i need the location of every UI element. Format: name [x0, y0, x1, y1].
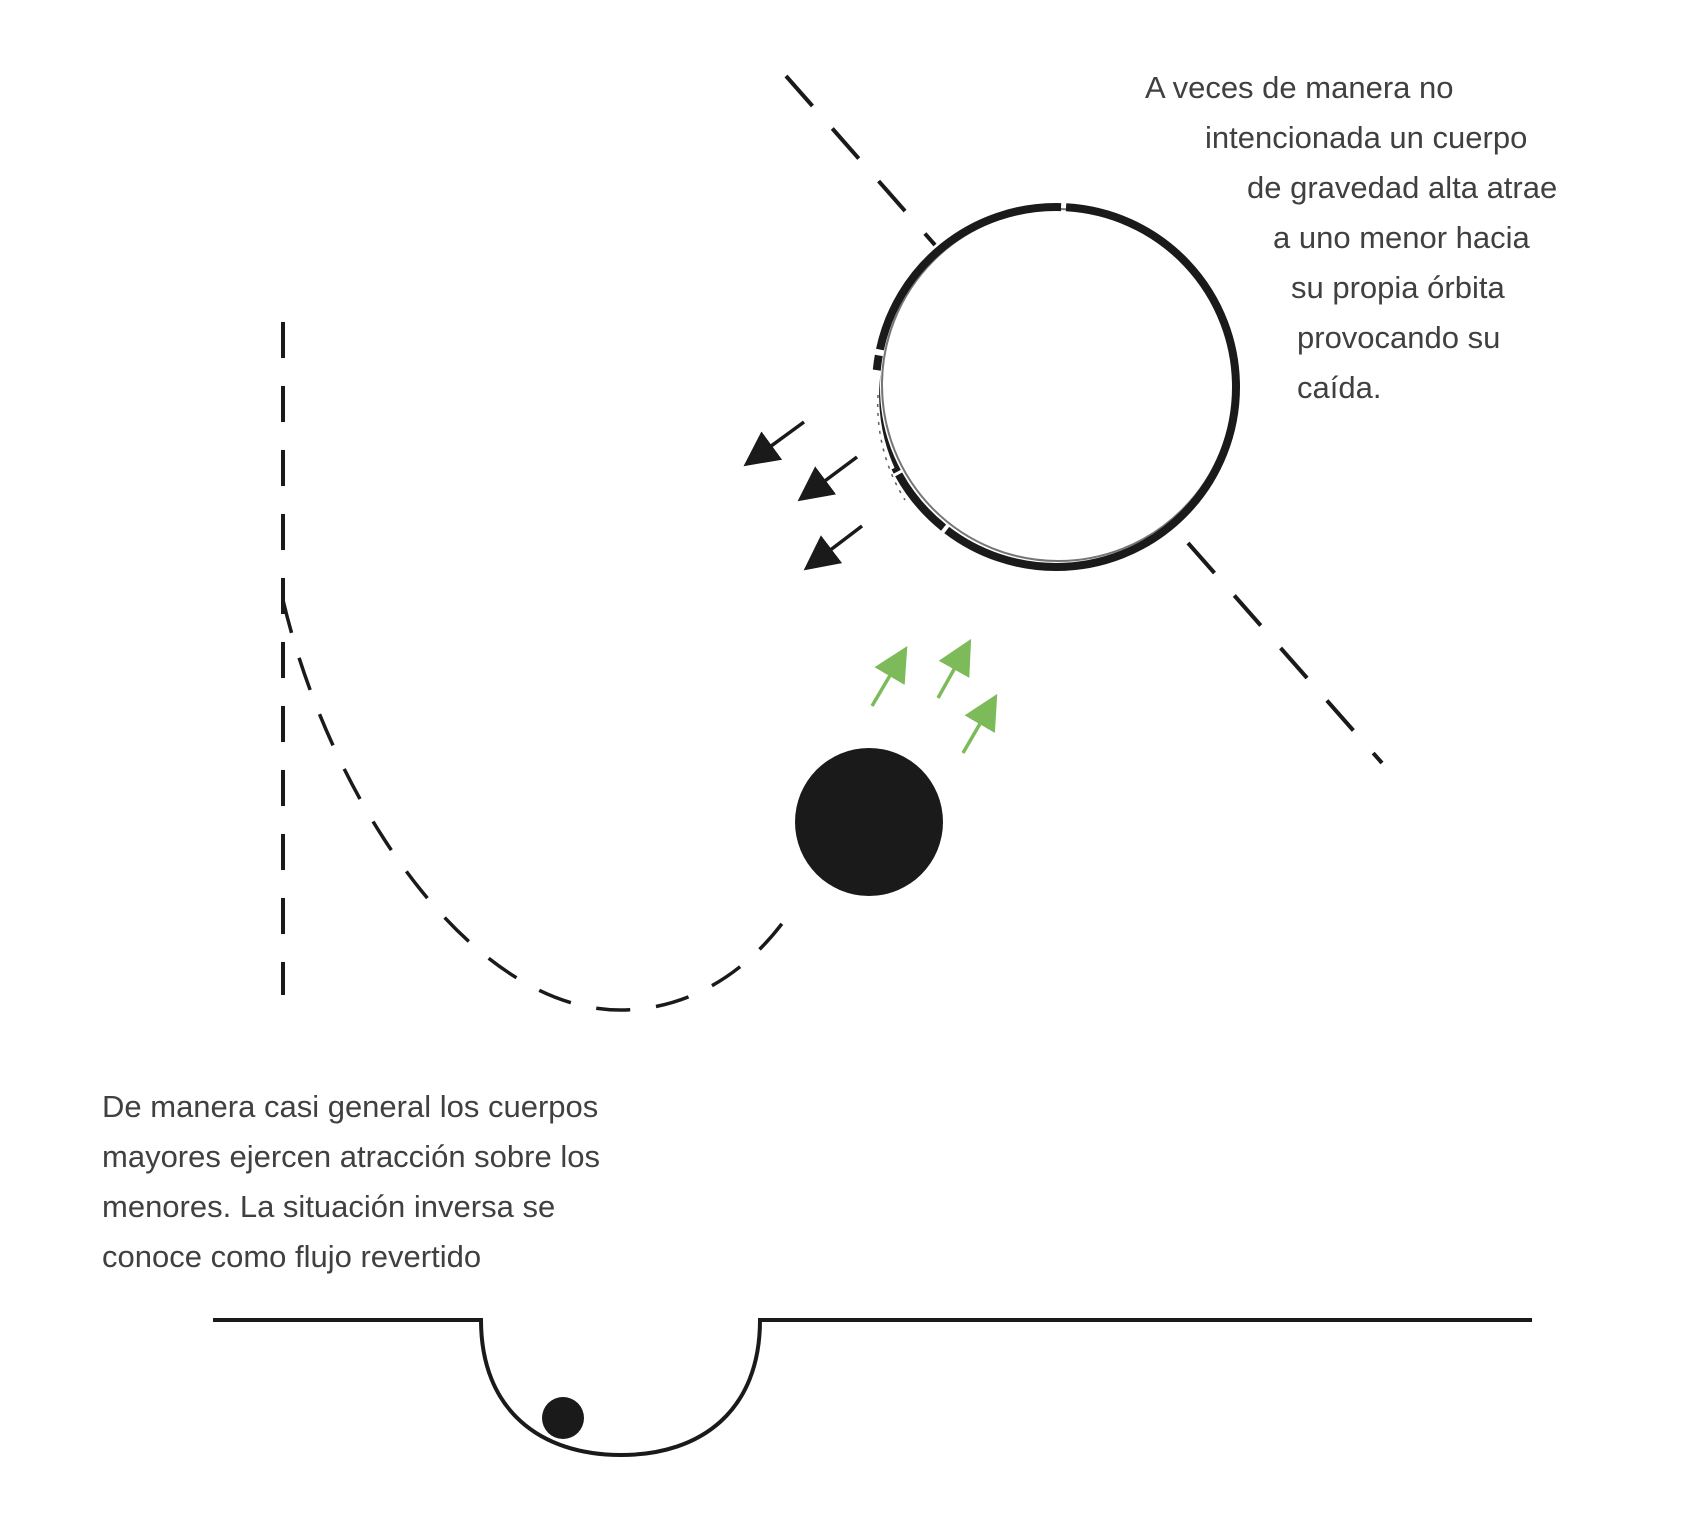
top-annotation-line: caída. — [1297, 370, 1382, 405]
attraction-arrow-1 — [870, 645, 908, 707]
bottom-annotation-line: menores. La situación inversa se — [102, 1189, 556, 1224]
top-annotation-line: de gravedad alta atrae — [1247, 170, 1558, 205]
diagonal-dashed-line-lower — [1186, 541, 1384, 765]
outward-arrow-2 — [797, 455, 859, 502]
outward-arrow-3 — [803, 524, 864, 571]
diagonal-dashed-line-upper — [784, 74, 937, 247]
bottom-annotation-line: mayores ejercen atracción sobre los — [102, 1139, 600, 1174]
small-body-circle — [795, 748, 943, 896]
bottom-annotation-line: conoce como flujo revertido — [102, 1239, 482, 1274]
top-annotation-line: A veces de manera no — [1145, 70, 1454, 105]
top-annotation: A veces de manera no intencionada un cue… — [1145, 63, 1557, 413]
attraction-arrow-3 — [961, 693, 998, 754]
large-body-circle — [869, 203, 1240, 571]
outward-arrow-1 — [743, 420, 806, 467]
top-annotation-line: provocando su — [1297, 320, 1501, 355]
attraction-arrow-2 — [936, 638, 972, 699]
top-annotation-line: a uno menor hacia — [1273, 220, 1530, 255]
orbit-trajectory-curve — [281, 599, 797, 1012]
top-annotation-line: su propia órbita — [1291, 270, 1505, 305]
bottom-annotation: De manera casi general los cuerpos mayor… — [102, 1082, 600, 1282]
top-annotation-line: intencionada un cuerpo — [1205, 120, 1528, 155]
bottom-annotation-line: De manera casi general los cuerpos — [102, 1089, 599, 1124]
ball-in-pit — [542, 1397, 584, 1439]
ground-with-pit — [213, 1318, 1532, 1458]
